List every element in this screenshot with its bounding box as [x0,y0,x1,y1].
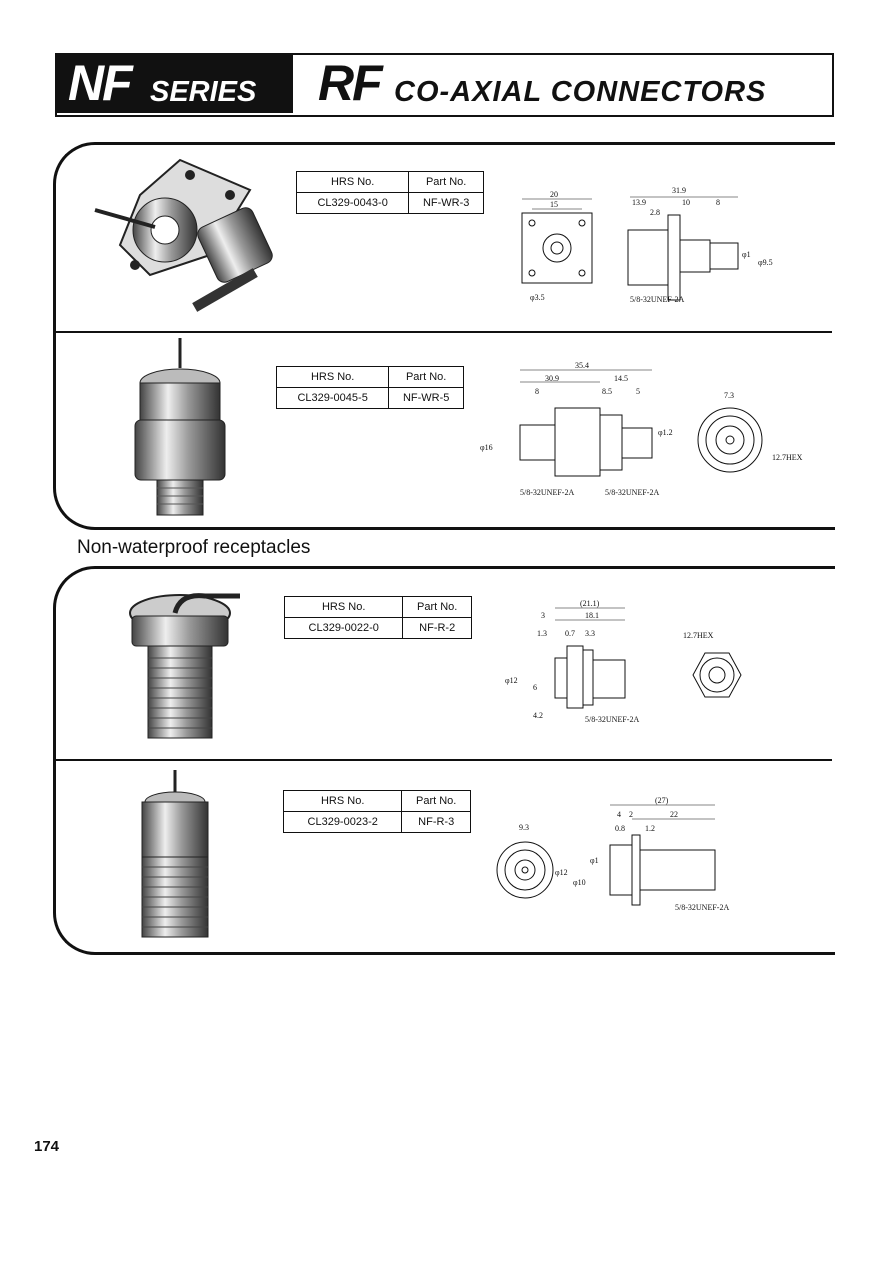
dim-label: 0.7 [565,629,575,638]
dim-label: 12.7HEX [772,453,803,462]
dim-label: 1.3 [537,629,547,638]
header-title-prefix: RF [318,55,383,111]
drawing-nf-r-3: 9.3 (27) 4 2 22 0.8 1.2 φ12 φ10 φ1 5/8-3… [496,796,729,912]
dim-label: 13.9 [632,198,646,207]
dim-label: φ16 [480,443,493,452]
header-title-suffix: CO-AXIAL CONNECTORS [394,76,767,108]
dim-label: φ1.2 [658,428,673,437]
dim-label: 9.3 [519,823,529,832]
part-header: Part No. [401,790,471,812]
dim-label: 0.8 [615,824,625,833]
hrs-number: CL329-0045-5 [275,387,390,409]
panel-divider [56,331,832,333]
part-header: Part No. [408,171,484,193]
part-header: Part No. [388,366,464,388]
connector-photo-nf-wr-3 [94,158,273,312]
dim-label: 4.2 [533,711,543,720]
part-number: NF-WR-5 [388,387,464,409]
panel-waterproof [53,142,835,530]
drawing-nf-wr-3: 20 15 φ3.5 31.9 13.9 10 8 2.8 5/8-32UNEF… [521,186,773,304]
dim-label: 2.8 [650,208,660,217]
dim-label: 6 [533,683,537,692]
dim-label: φ3.5 [530,293,545,302]
dim-label: 18.1 [585,611,599,620]
dim-label: 14.5 [614,374,628,383]
dim-label: φ1 [742,250,751,259]
dim-label: 5/8-32UNEF-2A [605,488,659,497]
drawing-nf-wr-5: 35.4 30.9 14.5 8 8.5 5 φ16 φ1.2 5/8-32UN… [480,361,803,497]
hrs-header: HRS No. [275,366,390,388]
hrs-header: HRS No. [295,171,410,193]
dim-label: 2 [629,810,633,819]
dim-label: φ1 [590,856,599,865]
header-brand-suffix: SERIES [150,76,257,108]
connector-photo-nf-wr-5 [134,338,226,516]
dim-label: 4 [617,810,621,819]
part-header: Part No. [402,596,472,618]
hrs-number: CL329-0043-0 [295,192,410,214]
dim-label: 5/8-32UNEF-2A [585,715,639,724]
dim-label: 20 [550,190,558,199]
dim-label: 5/8-32UNEF-2A [520,488,574,497]
dim-label: 22 [670,810,678,819]
dim-label: φ12 [505,676,518,685]
dim-label: 12.7HEX [683,631,714,640]
connector-photo-nf-r-2 [129,593,240,739]
dim-label: 8 [716,198,720,207]
header-brand-prefix: NF [68,55,133,111]
hrs-header: HRS No. [283,596,404,618]
dim-label: 8 [535,387,539,396]
dim-label: 30.9 [545,374,559,383]
dim-label: 5/8-32UNEF-2A [675,903,729,912]
dim-label: 3 [541,611,545,620]
connector-photo-nf-r-3 [141,770,209,938]
dim-label: 35.4 [575,361,589,370]
dim-label: φ9.5 [758,258,773,267]
dim-label: (21.1) [580,599,600,608]
header-black-block [55,53,293,113]
page-number: 174 [34,1138,60,1155]
panel-divider [56,759,832,761]
part-number: NF-R-3 [401,811,471,833]
part-number: NF-WR-3 [408,192,484,214]
dim-label: 5 [636,387,640,396]
hrs-number: CL329-0023-2 [282,811,403,833]
dim-label: 5/8-32UNEF-2A [630,295,684,304]
dim-label: 7.3 [724,391,734,400]
hrs-header: HRS No. [282,790,403,812]
section-title: Non-waterproof receptacles [77,537,311,558]
part-number: NF-R-2 [402,617,472,639]
hrs-number: CL329-0022-0 [283,617,404,639]
dim-label: 3.3 [585,629,595,638]
dim-label: 15 [550,200,558,209]
dim-label: 10 [682,198,690,207]
drawing-nf-r-2: (21.1) 18.1 3 1.3 0.7 3.3 φ12 6 4.2 5/8-… [505,599,742,724]
dim-label: φ12 [555,868,568,877]
dim-label: 31.9 [672,186,686,195]
dim-label: 1.2 [645,824,655,833]
dim-label: 8.5 [602,387,612,396]
panel-non-waterproof [53,566,835,955]
dim-label: (27) [655,796,669,805]
dim-label: φ10 [573,878,586,887]
